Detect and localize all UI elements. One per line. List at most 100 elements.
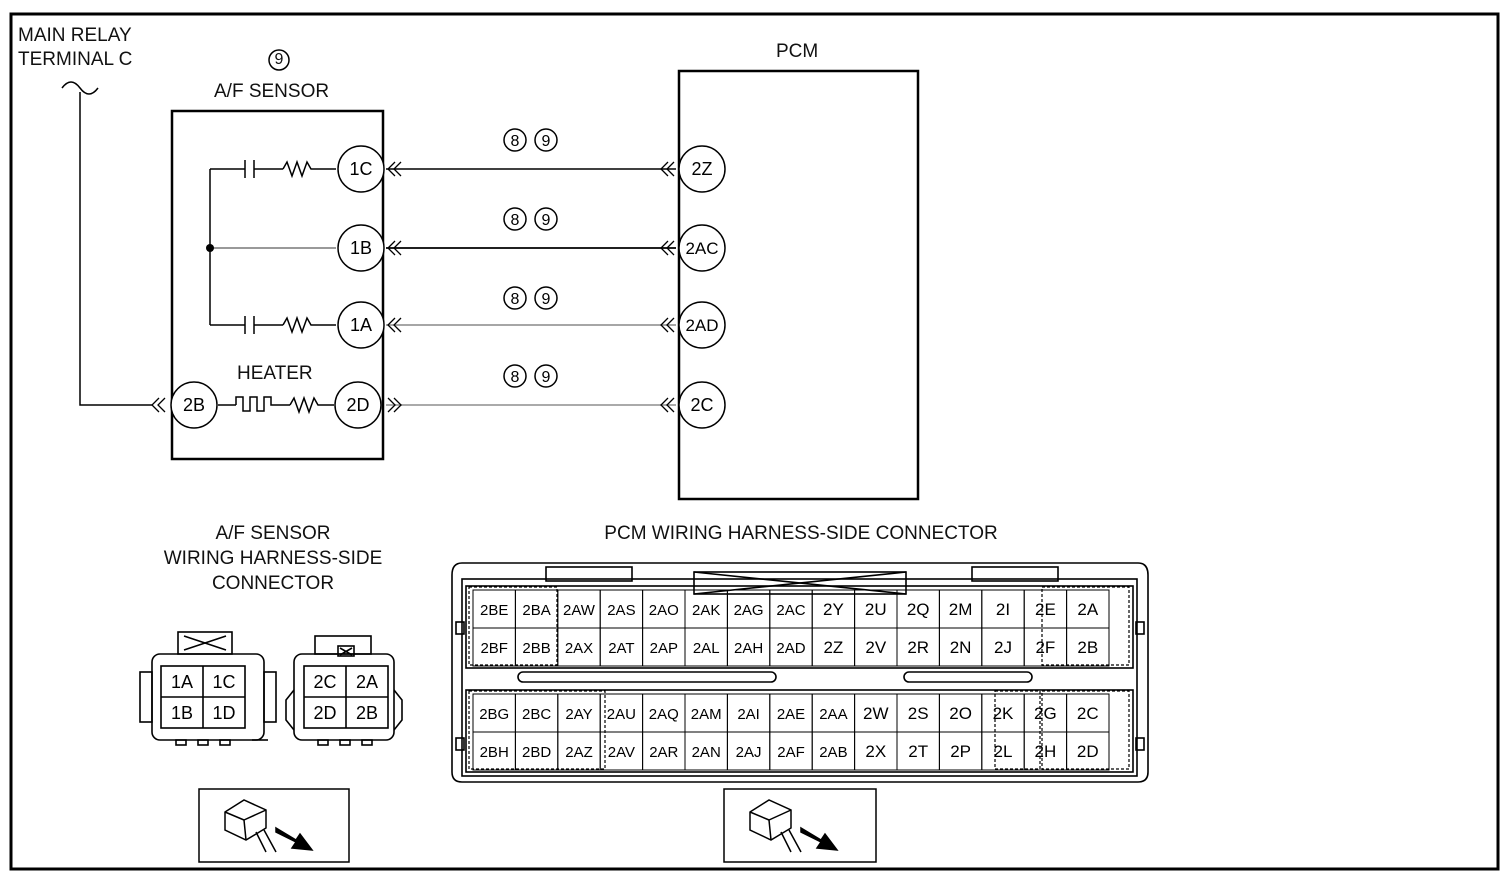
wire-callout-number: 9 [542, 291, 551, 308]
wire-callout-number: 8 [511, 212, 520, 229]
pcm-pin-label: 2E [1035, 600, 1056, 619]
pcm-pin-label: 2BD [522, 744, 551, 761]
wire-callout-number: 9 [542, 212, 551, 229]
af-sensor-number: 9 [274, 51, 284, 68]
pcm-pin-label: 2AN [692, 744, 721, 761]
pcm-box [677, 69, 920, 501]
terminal-2d-sensor: 2D [346, 395, 369, 415]
pcm-pin-label: 2AM [691, 706, 722, 723]
af-right-pin-2c: 2C [313, 672, 336, 692]
pcm-pin-label: 2AI [737, 706, 760, 723]
terminal-1c: 1C [349, 159, 372, 179]
pcm-pin-label: 2J [994, 638, 1012, 657]
pcm-pin-label: 2AS [607, 602, 635, 619]
pcm-pin-label: 2H [1035, 742, 1057, 761]
pcm-pin-label: 2O [949, 704, 972, 723]
pcm-pin-label: 2BF [480, 640, 508, 657]
pcm-pin-label: 2T [908, 742, 928, 761]
pcm-pin-label: 2BA [522, 602, 550, 619]
pcm-pin-cell [1066, 627, 1110, 667]
pcm-pin-label: 2U [865, 600, 887, 619]
pcm-pin-label: 2BB [522, 640, 550, 657]
terminal-2ad: 2AD [685, 316, 718, 335]
af-left-pin-1c: 1C [212, 672, 235, 692]
pcm-pin-label: 2BH [480, 744, 509, 761]
pcm-pin-label: 2AD [776, 640, 805, 657]
pcm-pin-group-outline [1041, 586, 1130, 666]
pcm-pin-label: 2D [1077, 742, 1099, 761]
pcm-pin-label: 2Z [823, 638, 843, 657]
pcm-pin-label: 2L [994, 742, 1013, 761]
af-right-pin-2b: 2B [356, 703, 378, 723]
main-relay-label-line2: TERMINAL C [18, 49, 133, 70]
pcm-pin-label: 2AK [692, 602, 720, 619]
pcm-pin-label: 2P [950, 742, 971, 761]
pcm-pin-label: 2AH [734, 640, 763, 657]
terminal-1a: 1A [350, 315, 372, 335]
pcm-pin-label: 2M [949, 600, 973, 619]
pcm-pin-label: 2AX [565, 640, 593, 657]
af-sensor-number-circle [268, 49, 290, 71]
pcm-pin-label: 2BC [522, 706, 551, 723]
pcm-pin-label: 2X [865, 742, 886, 761]
connector-chevrons [151, 161, 675, 413]
af-connector-title-line2: WIRING HARNESS-SIDE [163, 548, 383, 569]
view-icon-pcm [723, 788, 877, 863]
pcm-pin-label: 2BG [479, 706, 509, 723]
wire-callout-circle [503, 128, 527, 152]
pcm-pin-label: 2R [907, 638, 929, 657]
pcm-pin-label: 2V [865, 638, 886, 657]
pcm-pin-label: 2BE [480, 602, 508, 619]
af-sensor-title: A/F SENSOR [214, 81, 330, 102]
pcm-pin-label: 2AB [819, 744, 847, 761]
pcm-pin-label: 2AP [650, 640, 678, 657]
wire-callout-circle [503, 207, 527, 231]
wire-callout-number: 9 [542, 369, 551, 386]
pcm-title: PCM [776, 41, 819, 62]
af-left-pin-1b: 1B [171, 703, 193, 723]
terminal-2z: 2Z [691, 159, 712, 179]
wire-callout-number: 8 [511, 369, 520, 386]
pcm-pin-group-outline [994, 690, 1041, 770]
pcm-pin-label: 2C [1077, 704, 1099, 723]
wire-callout-number: 8 [511, 133, 520, 150]
af-sensor-box [170, 109, 385, 461]
pcm-pin-label: 2AV [608, 744, 635, 761]
terminal-1b: 1B [350, 238, 372, 258]
wire-callout-circle [534, 286, 558, 310]
pcm-pin-label: 2AC [776, 602, 805, 619]
pcm-pin-label: 2AZ [565, 744, 593, 761]
pcm-pin-label: 2Q [907, 600, 930, 619]
pcm-pin-label: 2I [996, 600, 1010, 619]
pcm-pin-label: 2AU [607, 706, 636, 723]
pcm-connector-housing [451, 562, 1149, 783]
pcm-pin-label: 2AJ [736, 744, 762, 761]
terminal-circles [170, 145, 726, 429]
wire-callout-circle [503, 364, 527, 388]
pcm-pin-label: 2AL [693, 640, 720, 657]
af-connector-left [139, 631, 277, 746]
af-connector-title-line3: CONNECTOR [211, 573, 335, 594]
pcm-pin-label: 2AR [649, 744, 678, 761]
main-relay-break-symbol [61, 81, 99, 95]
pcm-pin-label: 2AT [608, 640, 634, 657]
pcm-pin-label: 2S [908, 704, 929, 723]
wire-callout-number: 8 [511, 291, 520, 308]
heater-label: HEATER [237, 363, 313, 384]
af-right-pin-2a: 2A [356, 672, 378, 692]
wire-callout-circle [534, 207, 558, 231]
pcm-pin-label: 2W [863, 704, 889, 723]
pcm-pin-label: 2AY [565, 706, 592, 723]
pcm-pin-label: 2AE [777, 706, 805, 723]
main-relay-label-line1: MAIN RELAY [18, 25, 132, 46]
terminal-2c-pcm: 2C [690, 395, 713, 415]
pcm-pin-label: 2K [993, 704, 1014, 723]
pcm-pin-label: 2AA [819, 706, 847, 723]
pcm-pin-label: 2A [1077, 600, 1098, 619]
pcm-connector-title: PCM WIRING HARNESS-SIDE CONNECTOR [604, 523, 998, 544]
diagram-frame [9, 12, 1500, 871]
pcm-pin-label: 2N [950, 638, 972, 657]
wire-callout-circle [503, 286, 527, 310]
